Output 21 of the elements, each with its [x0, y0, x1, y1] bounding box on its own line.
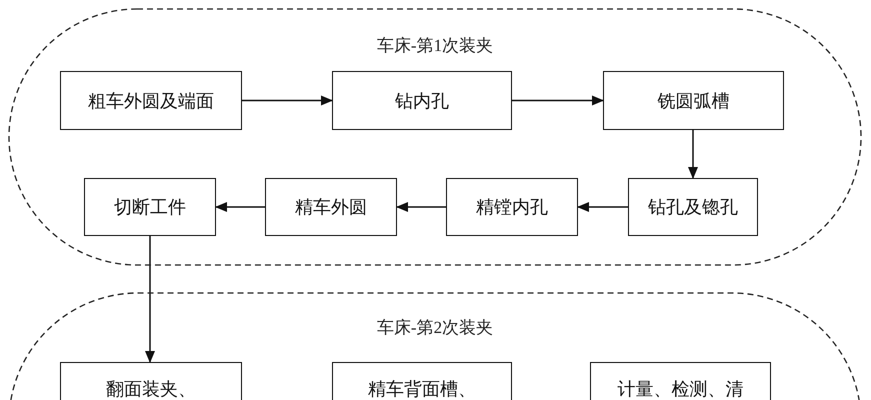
- process-box: 钻内孔: [332, 71, 512, 130]
- arrow: [215, 202, 265, 212]
- process-box: 钻孔及锪孔: [628, 178, 758, 236]
- arrow: [688, 130, 698, 179]
- process-box: 铣圆弧槽: [603, 71, 784, 130]
- process-box: 计量、检测、清: [590, 362, 771, 400]
- group-title: 车床-第2次装夹: [376, 317, 494, 339]
- arrow: [577, 202, 628, 212]
- process-box: 精镗内孔: [446, 178, 578, 236]
- group-container: [8, 292, 862, 400]
- process-box: 精车外圆: [265, 178, 397, 236]
- group-container: [8, 8, 862, 266]
- process-box: 切断工件: [84, 178, 216, 236]
- arrow: [396, 202, 446, 212]
- process-box: 翻面装夹、: [60, 362, 242, 400]
- process-box: 精车背面槽、: [332, 362, 512, 400]
- arrow: [145, 236, 155, 363]
- group-title: 车床-第1次装夹: [376, 35, 494, 57]
- arrow: [512, 96, 604, 106]
- process-box: 粗车外圆及端面: [60, 71, 242, 130]
- arrow: [242, 96, 333, 106]
